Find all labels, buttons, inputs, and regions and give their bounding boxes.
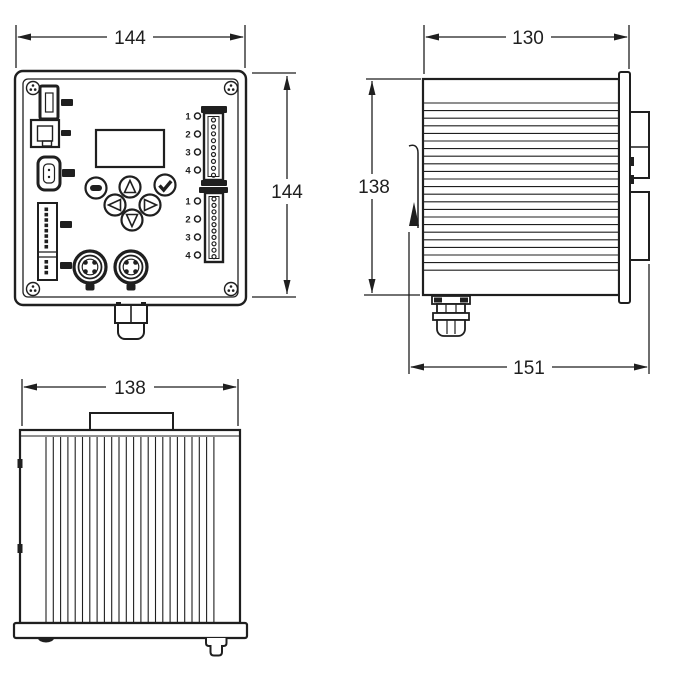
led-icon xyxy=(193,233,202,241)
dim-text-side-height: 138 xyxy=(358,177,390,198)
led-label: 3 xyxy=(185,233,190,244)
up-button xyxy=(118,175,142,199)
enclosure-front-panel xyxy=(13,69,248,307)
keypad xyxy=(84,173,177,232)
terminal-block-lower: 1 2 3 4 xyxy=(185,187,228,264)
din-connector-right-icon xyxy=(113,249,149,291)
terminal-screws xyxy=(210,117,217,178)
led-icon xyxy=(193,197,202,205)
arrow-down-icon xyxy=(368,279,376,293)
terminal-strip-connector xyxy=(37,202,72,281)
down-button xyxy=(120,208,144,232)
bottom-tab xyxy=(205,638,228,657)
led-label: 2 xyxy=(185,130,190,141)
led-icon xyxy=(193,166,202,174)
io-leds-lower: 1 2 3 4 xyxy=(185,197,202,262)
arrow-left-icon xyxy=(17,33,31,41)
side-view: 130 138 xyxy=(358,25,650,379)
port-label-bar xyxy=(60,262,72,269)
front-panel-flange xyxy=(618,71,631,304)
led-icon xyxy=(193,251,202,259)
corner-screw-icon xyxy=(223,80,239,96)
front-view: 144 144 xyxy=(13,25,303,340)
arrow-right-icon xyxy=(614,33,628,41)
led-icon xyxy=(193,215,202,223)
side-clip-mark xyxy=(17,459,23,468)
led-label: 1 xyxy=(185,112,191,123)
arrow-up-icon xyxy=(283,76,291,90)
heatsink-bottom-body xyxy=(17,428,242,625)
corner-screw-icon xyxy=(25,281,41,297)
cooling-fins xyxy=(424,102,618,271)
dimension-side-height: 138 xyxy=(358,78,421,296)
dimension-bottom-width: 138 xyxy=(21,378,239,426)
base-flange xyxy=(12,621,249,640)
led-icon xyxy=(193,148,202,156)
led-label: 1 xyxy=(185,197,191,208)
din-rail-clip xyxy=(408,144,419,228)
dim-text-front-width: 144 xyxy=(114,28,146,49)
terminal-block-upper: 1 2 3 4 xyxy=(185,106,227,186)
io-leds-upper: 1 2 3 4 xyxy=(185,112,202,177)
side-clip-mark xyxy=(17,544,23,553)
arrow-down-icon xyxy=(283,280,291,294)
port-label-bar xyxy=(60,221,72,228)
foot-bump xyxy=(38,638,54,643)
cable-gland-side xyxy=(431,295,471,337)
mounting-tab xyxy=(89,412,174,432)
led-label: 4 xyxy=(185,251,191,262)
menu-button xyxy=(84,176,108,200)
dim-text-side-depth: 151 xyxy=(513,358,545,379)
up-arrow-icon xyxy=(123,178,137,194)
dim-text-front-height: 144 xyxy=(271,182,303,203)
port-label-bar xyxy=(61,99,73,106)
arrow-up-icon xyxy=(368,81,376,95)
arrow-right-icon xyxy=(634,363,648,371)
cooling-fins xyxy=(45,437,215,622)
mini-usb-port-icon xyxy=(36,155,75,192)
right-button xyxy=(138,193,162,217)
dimension-front-height: 144 xyxy=(252,72,303,298)
arrow-left-icon xyxy=(23,383,37,391)
led-icon xyxy=(193,112,202,120)
dimension-side-width: 130 xyxy=(423,25,630,74)
menu-icon xyxy=(90,185,102,191)
arrow-right-icon xyxy=(230,33,244,41)
port-label-bar xyxy=(61,130,71,136)
lcd-display xyxy=(94,128,166,169)
bottom-view: 138 xyxy=(12,378,249,657)
led-label: 3 xyxy=(185,148,190,159)
heatsink-side-body xyxy=(421,77,621,297)
dim-text-side-width: 130 xyxy=(512,28,544,49)
down-arrow-icon xyxy=(125,213,139,229)
terminal-screws xyxy=(211,196,217,260)
port-label-bar xyxy=(62,169,75,177)
arrow-left-icon xyxy=(410,363,424,371)
led-icon xyxy=(193,130,202,138)
dimension-side-depth: 151 xyxy=(408,232,650,379)
lan-port-icon xyxy=(29,118,71,149)
terminal-pins xyxy=(44,207,49,275)
din-connector-left-icon xyxy=(72,249,108,291)
arrow-right-icon xyxy=(223,383,237,391)
left-button xyxy=(103,193,127,217)
left-arrow-icon xyxy=(106,198,122,212)
arrow-left-icon xyxy=(425,33,439,41)
right-arrow-icon xyxy=(143,198,159,212)
cable-gland-front xyxy=(114,302,148,340)
dimension-front-width: 144 xyxy=(15,25,246,68)
side-connectors xyxy=(629,111,650,261)
led-label: 2 xyxy=(185,215,190,226)
dim-text-bottom-width: 138 xyxy=(114,378,146,399)
corner-screw-icon xyxy=(223,281,239,297)
confirm-button xyxy=(153,173,177,197)
led-label: 4 xyxy=(185,166,191,177)
check-icon xyxy=(158,180,173,193)
